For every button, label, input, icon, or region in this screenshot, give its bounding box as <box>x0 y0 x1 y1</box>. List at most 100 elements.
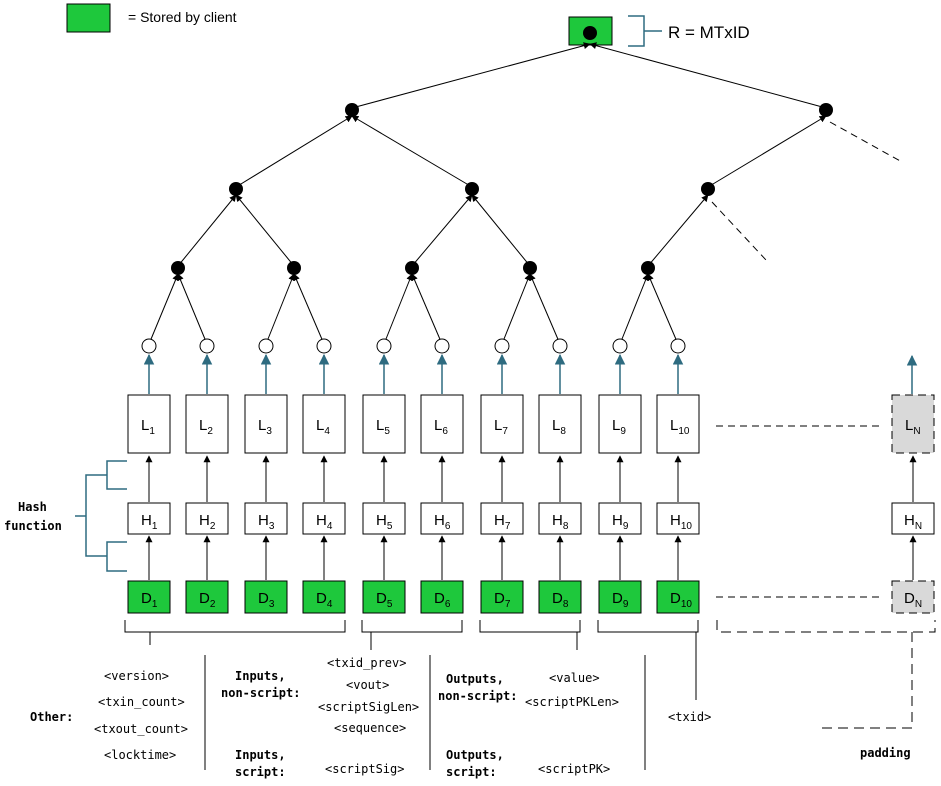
data-d-box <box>185 580 229 614</box>
hash-h-label: H4 <box>316 512 333 532</box>
hash-h-label: H7 <box>494 512 511 532</box>
leaf-l-n <box>891 394 935 454</box>
svg-text:non-script:: non-script: <box>438 689 517 703</box>
hash-h-box <box>656 502 700 535</box>
root-bracket <box>628 15 662 47</box>
data-d-label: D3 <box>258 590 275 610</box>
legend-swatch <box>66 3 111 33</box>
leaf-l-label: L10 <box>670 417 690 437</box>
hash-h-box <box>480 502 524 535</box>
txid-field: <txid> <box>668 710 711 724</box>
hash-h-n <box>891 502 935 535</box>
data-d-label: D8 <box>552 590 569 610</box>
data-d-box <box>420 580 464 614</box>
group-inputs-nonscript: Inputs, non-script: <txid_prev> <vout> <… <box>221 656 419 735</box>
svg-text:script:: script: <box>446 765 497 779</box>
group-outputs-script: Outputs, script: <scriptPK> <box>446 748 610 779</box>
leaf-l-label: L2 <box>199 417 213 437</box>
hash-h-box <box>302 502 346 535</box>
group-inputs-script: Inputs, script: <scriptSig> <box>235 748 404 779</box>
leaf-l-box <box>480 394 524 454</box>
root-label: R = MTxID <box>668 23 750 42</box>
leaf-hash-node <box>258 338 274 354</box>
tree-dashed-edges <box>711 121 903 261</box>
hash-h-box <box>598 502 642 535</box>
svg-text:Inputs,: Inputs, <box>235 748 286 762</box>
data-d-box <box>302 580 346 614</box>
data-d-label: D2 <box>199 590 216 610</box>
svg-text:<txout_count>: <txout_count> <box>94 722 188 736</box>
hash-function-label: Hash <box>18 500 47 514</box>
group-brackets <box>124 620 699 700</box>
internal-nodes <box>171 26 833 275</box>
leaf-hash-node <box>612 338 628 354</box>
data-d-box <box>656 580 700 614</box>
leaf-l-box <box>244 394 288 454</box>
svg-text:Outputs,: Outputs, <box>446 672 504 686</box>
leaf-l-box <box>420 394 464 454</box>
svg-text:<txid_prev>: <txid_prev> <box>327 656 406 670</box>
tree-edges <box>148 42 827 345</box>
leaf-hash-node <box>670 338 686 354</box>
hash-h-box <box>185 502 229 535</box>
svg-text:<version>: <version> <box>104 669 169 683</box>
leaf-l-label: L7 <box>494 417 508 437</box>
leaf-hash-node <box>494 338 510 354</box>
hash-h-box <box>362 502 406 535</box>
svg-text:<scriptPK>: <scriptPK> <box>538 762 610 776</box>
hash-h-box <box>127 502 171 535</box>
group-separators <box>204 655 646 770</box>
leaf-l-label: L3 <box>258 417 272 437</box>
svg-text:Outputs,: Outputs, <box>446 748 504 762</box>
leaf-column-n: LN HN DN <box>891 354 935 614</box>
hash-h-box <box>538 502 582 535</box>
legend-text: = Stored by client <box>128 9 237 25</box>
svg-text:<scriptSigLen>: <scriptSigLen> <box>318 700 419 714</box>
leaf-hash-node <box>376 338 392 354</box>
data-d-label: D9 <box>612 590 629 610</box>
svg-text:non-script:: non-script: <box>221 686 300 700</box>
hash-h-label: H5 <box>376 512 393 532</box>
svg-text:<scriptSig>: <scriptSig> <box>325 762 404 776</box>
leaf-l-box <box>185 394 229 454</box>
leaf-hash-node <box>316 338 332 354</box>
group-other: Other: <version> <txin_count> <txout_cou… <box>30 669 188 762</box>
leaf-l-label: L8 <box>552 417 566 437</box>
hash-h-label: H3 <box>258 512 275 532</box>
data-d-label: D5 <box>376 590 393 610</box>
hash-h-label: H2 <box>199 512 216 532</box>
hash-h-label: H9 <box>612 512 629 532</box>
data-d-box <box>127 580 171 614</box>
svg-text:<txin_count>: <txin_count> <box>98 695 185 709</box>
leaf-hash-node <box>199 338 215 354</box>
data-d-box <box>538 580 582 614</box>
leaf-l-box <box>127 394 171 454</box>
data-d-box <box>480 580 524 614</box>
data-d-label: D6 <box>434 590 451 610</box>
leaf-hash-node <box>434 338 450 354</box>
leaf-l-box <box>538 394 582 454</box>
hash-h-label: H1 <box>141 512 158 532</box>
leaf-l-box <box>598 394 642 454</box>
padding-label: padding <box>860 746 911 760</box>
hash-function-bracket <box>75 460 127 572</box>
leaf-l-box <box>302 394 346 454</box>
svg-text:Other:: Other: <box>30 710 73 724</box>
data-d-box <box>362 580 406 614</box>
leaf-l-label: L6 <box>434 417 448 437</box>
leaf-l-label: L4 <box>316 417 330 437</box>
hash-h-label: H8 <box>552 512 569 532</box>
svg-text:<vout>: <vout> <box>346 678 389 692</box>
hash-h-label: H10 <box>670 512 692 532</box>
leaf-l-box <box>362 394 406 454</box>
data-d-label: D10 <box>670 590 692 610</box>
